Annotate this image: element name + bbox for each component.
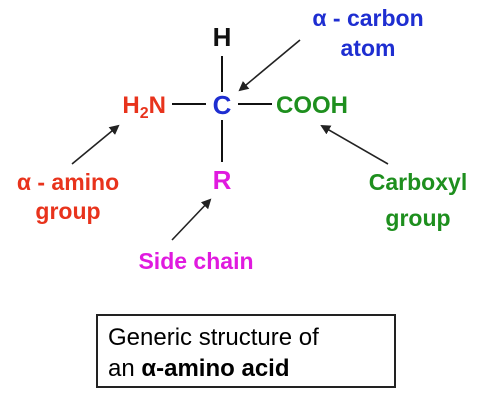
carboxyl-group-label-line2: group: [385, 205, 450, 231]
amino-h: H: [122, 92, 139, 119]
amino-subscript: 2: [140, 105, 149, 122]
amino-n: N: [149, 92, 166, 119]
amino-group-label-line2: group: [35, 198, 100, 224]
alpha-carbon-label-line2: atom: [341, 35, 396, 61]
caption-line2-bold: α-amino acid: [141, 355, 290, 382]
hydrogen-atom: H: [213, 22, 232, 52]
caption-box: Generic structure of an α-amino acid: [96, 314, 396, 388]
caption-line2: an α-amino acid: [108, 353, 384, 384]
arrow-to-amino-group: [71, 124, 120, 165]
side-group-atom: R: [213, 165, 232, 195]
side-chain-label: Side chain: [138, 248, 253, 274]
caption-line2-prefix: an: [108, 355, 142, 382]
arrow-to-carboxyl-group: [320, 125, 389, 165]
caption-line1: Generic structure of: [108, 324, 319, 351]
alpha-carbon-label-line1: α - carbon: [312, 5, 423, 31]
amino-group-label-line1: α - amino: [17, 169, 119, 195]
arrow-to-side-chain: [171, 198, 212, 241]
amino-acid-structure-diagram: H H2N C COOH R α - carbon atom α - amino…: [17, 5, 467, 274]
amino-nitrogen-group: H2N: [122, 92, 166, 122]
arrow-to-alpha-carbon: [238, 39, 301, 92]
carboxyl-group-label-line1: Carboxyl: [369, 169, 467, 195]
alpha-carbon-atom: C: [213, 90, 232, 120]
carboxyl-atoms: COOH: [276, 92, 348, 119]
